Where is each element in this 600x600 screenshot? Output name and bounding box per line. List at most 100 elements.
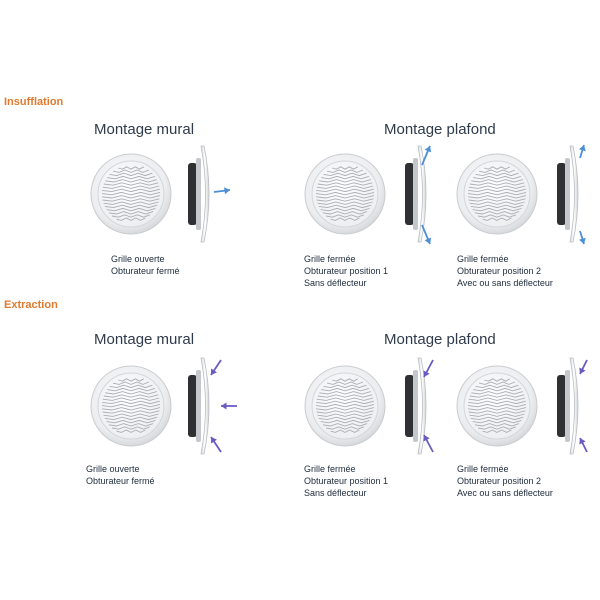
arrow-extraction-ceiling-pos1-top [423,359,434,378]
grille-slat [316,410,374,414]
grille-slat [315,403,375,408]
side-view-extraction-ceiling-pos1 [405,357,427,455]
grille-slat [118,166,145,170]
grille-slat [109,172,153,177]
grille-slat [318,416,372,421]
grille-slat [479,381,516,385]
group-title-extraction-wall: Montage mural [94,331,195,348]
grille-slat [326,426,365,430]
grille-slat [102,195,161,199]
arrow-extraction-wall-top [210,359,222,376]
caption-line: Obturateur position 1 [304,476,389,486]
grille-insufflation-ceiling-pos2 [456,153,538,235]
arrow-head [579,438,586,445]
grille-slat [101,403,161,408]
grille-slat [315,191,375,196]
caption-line: Grille fermée [457,464,509,474]
grille-slat [468,188,526,193]
grille-slat [102,410,160,414]
grille-slat [107,175,156,180]
grille-slat [484,166,511,170]
duct-sleeve [188,163,197,225]
grille-slat [118,378,145,382]
grille-slat [105,391,157,395]
caption-line: Obturateur fermé [86,476,155,486]
arrow-head [424,146,432,153]
arrow-head [423,435,430,442]
caption-line: Grille ouverte [111,254,165,264]
arrow-insufflation-wall [213,187,231,195]
grille-slat [469,394,525,398]
grille-slat [330,217,360,221]
grille-slat [469,413,525,417]
grille-slat [327,169,364,173]
group-title-extraction-ceiling: Montage plafond [384,331,496,348]
grille-slat [112,214,151,218]
caption-line: Avec ou sans déflecteur [457,278,553,288]
grille-slat [104,416,158,421]
grille-slat [474,211,520,215]
grille-slat [467,191,527,196]
arrow-head [221,402,227,410]
face-plate-profile [417,145,427,243]
section-title-insufflation: Insufflation [4,96,64,108]
grille-slat [323,172,367,177]
grille-slat [116,429,146,433]
grille-slat [475,384,519,389]
damper-body [196,158,201,230]
side-view-extraction-wall [188,357,210,455]
grille-slat [468,410,526,414]
grille-slat [109,384,153,389]
caption-line: Obturateur fermé [111,266,180,276]
caption-line: Grille fermée [304,464,356,474]
arrow-insufflation-ceiling-pos2-up [579,144,586,159]
grille-slat [102,407,161,411]
caption-insufflation-wall: Grille ouverte Obturateur fermé [111,253,180,277]
grille-slat [321,175,370,180]
grille-slat [472,419,522,424]
face-plate-profile [569,145,579,243]
duct-sleeve [405,375,414,437]
grille-slat [468,195,527,199]
arrow-head [423,370,430,377]
grille-slat [482,217,512,221]
caption-line: Sans déflecteur [304,488,367,498]
duct-sleeve [188,375,197,437]
grille-slat [103,394,159,398]
grille-slat [317,394,373,398]
grille-extraction-ceiling-pos2 [456,365,538,447]
arrow-head [211,437,217,444]
caption-line: Obturateur position 2 [457,476,542,486]
grille-slat [470,204,524,209]
grille-slat [472,207,522,212]
grille-slat [105,179,157,183]
grille-slat [106,207,156,212]
grille-slat [316,407,375,411]
arrow-head [211,368,217,375]
grille-slat [318,204,372,209]
grille-slat [102,400,160,405]
grille-extraction-wall [90,365,172,447]
duct-sleeve [557,163,566,225]
caption-insufflation-ceiling-pos2: Grille fermée Obturateur position 2 Avec… [457,253,553,289]
damper-body [565,158,570,230]
grille-slat [332,166,359,170]
arrow-extraction-wall-bottom [210,436,222,453]
caption-line: Avec ou sans déflecteur [457,488,553,498]
arrow-head [579,237,586,244]
grille-slat [102,397,160,401]
grille-slat [469,182,525,186]
grille-slat [103,201,159,205]
grille-slat [327,381,364,385]
grille-slat [471,391,523,395]
arrow-head [579,145,586,152]
arrow-head [424,237,432,244]
side-view-extraction-ceiling-pos2 [557,357,579,455]
face-plate-profile [569,357,579,455]
grille-slat [332,378,359,382]
duct-sleeve [557,375,566,437]
grille-slat [320,419,370,424]
grille-slat [474,423,520,427]
grille-extraction-ceiling-pos1 [304,365,386,447]
grille-slat [322,423,368,427]
